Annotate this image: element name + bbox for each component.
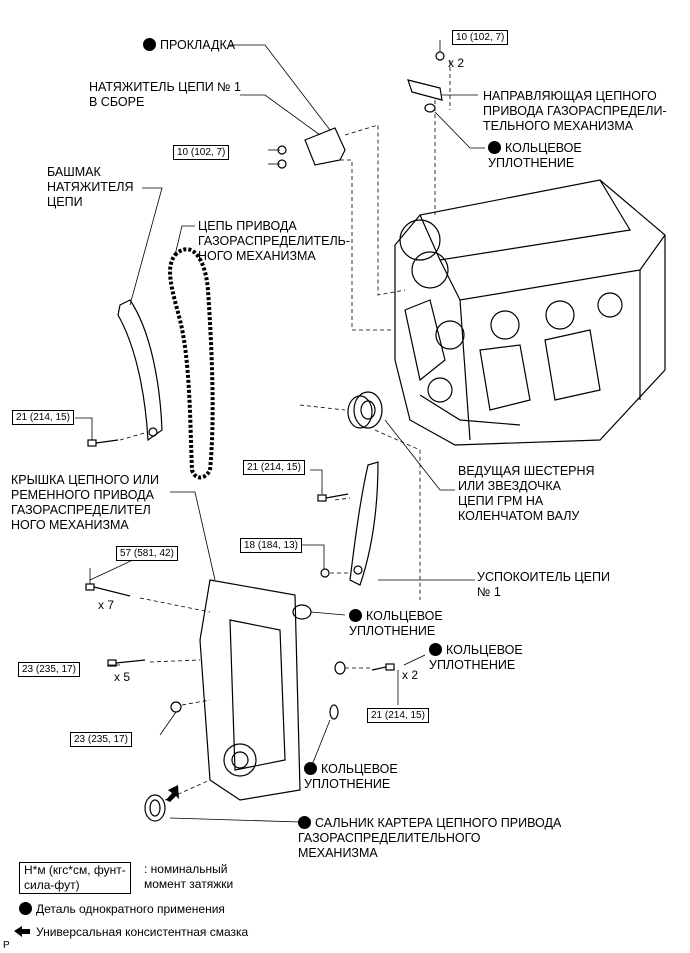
chain-guide	[407, 51, 445, 113]
torque-box-cover-bolt: 57 (581, 42)	[116, 546, 178, 561]
label-oring-c: КОЛЬЦЕВОЕ УПЛОТНЕНИЕ	[304, 762, 398, 791]
legend-non-reusable: Деталь однократного применения	[19, 902, 225, 917]
non-reusable-dot-icon	[349, 609, 362, 622]
legend-unit-box: Н*м (кгс*см, фунт- сила-фут)	[19, 862, 131, 894]
legend-grease-arrow-icon	[14, 926, 30, 937]
non-reusable-dot-icon	[429, 643, 442, 656]
label-sprocket: ВЕДУЩАЯ ШЕСТЕРНЯ ИЛИ ЗВЕЗДОЧКА ЦЕПИ ГРМ …	[458, 464, 595, 523]
torque-box-cover-nut: 23 (235, 17)	[70, 732, 132, 747]
non-reusable-dot-icon	[304, 762, 317, 775]
corner-mark: P	[3, 940, 10, 951]
label-oring-a: КОЛЬЦЕВОЕ УПЛОТНЕНИЕ	[349, 609, 443, 638]
label-oil-seal: САЛЬНИК КАРТЕРА ЦЕПНОГО ПРИВОДА ГАЗОРАСП…	[298, 816, 562, 860]
torque-box-slipper: 21 (214, 15)	[12, 410, 74, 425]
label-gasket: ПРОКЛАДКА	[143, 38, 235, 53]
timing-chain	[168, 247, 215, 480]
torque-box-tensioner: 10 (102, 7)	[173, 145, 230, 160]
engine-block	[394, 179, 666, 446]
leader-lines	[75, 40, 485, 823]
non-reusable-dot-icon	[298, 816, 311, 829]
multiplier-guide-bolt: x 2	[448, 56, 465, 70]
torque-box-cover-bolt-x5: 23 (235, 17)	[18, 662, 80, 677]
crankshaft-sprocket	[347, 391, 383, 429]
chain-damper	[349, 461, 379, 586]
torque-box-damper-top: 21 (214, 15)	[243, 460, 305, 475]
label-slipper: БАШМАК НАТЯЖИТЕЛЯ ЦЕПИ	[47, 165, 134, 209]
non-reusable-dot-icon	[19, 902, 32, 915]
label-guide: НАПРАВЛЯЮЩАЯ ЦЕПНОГО ПРИВОДА ГАЗОРАСПРЕД…	[483, 89, 667, 133]
label-cover: КРЫШКА ЦЕПНОГО ИЛИ РЕМЕННОГО ПРИВОДА ГАЗ…	[11, 473, 159, 532]
timing-chain-cover	[199, 579, 301, 801]
tensioner-slipper	[117, 299, 163, 442]
non-reusable-dot-icon	[143, 38, 156, 51]
multiplier-cover-x2: x 2	[402, 668, 419, 682]
grease-arrow	[166, 785, 179, 802]
torque-box-cover-bolt-x2: 21 (214, 15)	[367, 708, 429, 723]
legend-grease: Универсальная консистентная смазка	[36, 925, 249, 939]
chain-tensioner-assembly	[277, 127, 346, 169]
torque-box-damper-bottom: 18 (184, 13)	[240, 538, 302, 553]
o-ring-cover-3	[329, 704, 339, 720]
label-damper: УСПОКОИТЕЛЬ ЦЕПИ № 1	[477, 570, 610, 599]
multiplier-cover-x7: x 7	[98, 598, 115, 612]
label-chain: ЦЕПЬ ПРИВОДА ГАЗОРАСПРЕДЕЛИТЕЛЬ- НОГО МЕ…	[198, 219, 351, 263]
multiplier-cover-x5: x 5	[114, 670, 131, 684]
o-ring-cover-2	[334, 661, 346, 675]
label-oring-top: КОЛЬЦЕВОЕ УПЛОТНЕНИЕ	[488, 141, 582, 170]
label-tensioner: НАТЯЖИТЕЛЬ ЦЕПИ № 1 В СБОРЕ	[89, 80, 242, 109]
label-oring-b: КОЛЬЦЕВОЕ УПЛОТНЕНИЕ	[429, 643, 523, 672]
oil-seal	[144, 794, 166, 822]
non-reusable-dot-icon	[488, 141, 501, 154]
torque-box-guide-bolt: 10 (102, 7)	[452, 30, 509, 45]
legend-unit-desc: : номинальный момент затяжки	[144, 862, 234, 891]
